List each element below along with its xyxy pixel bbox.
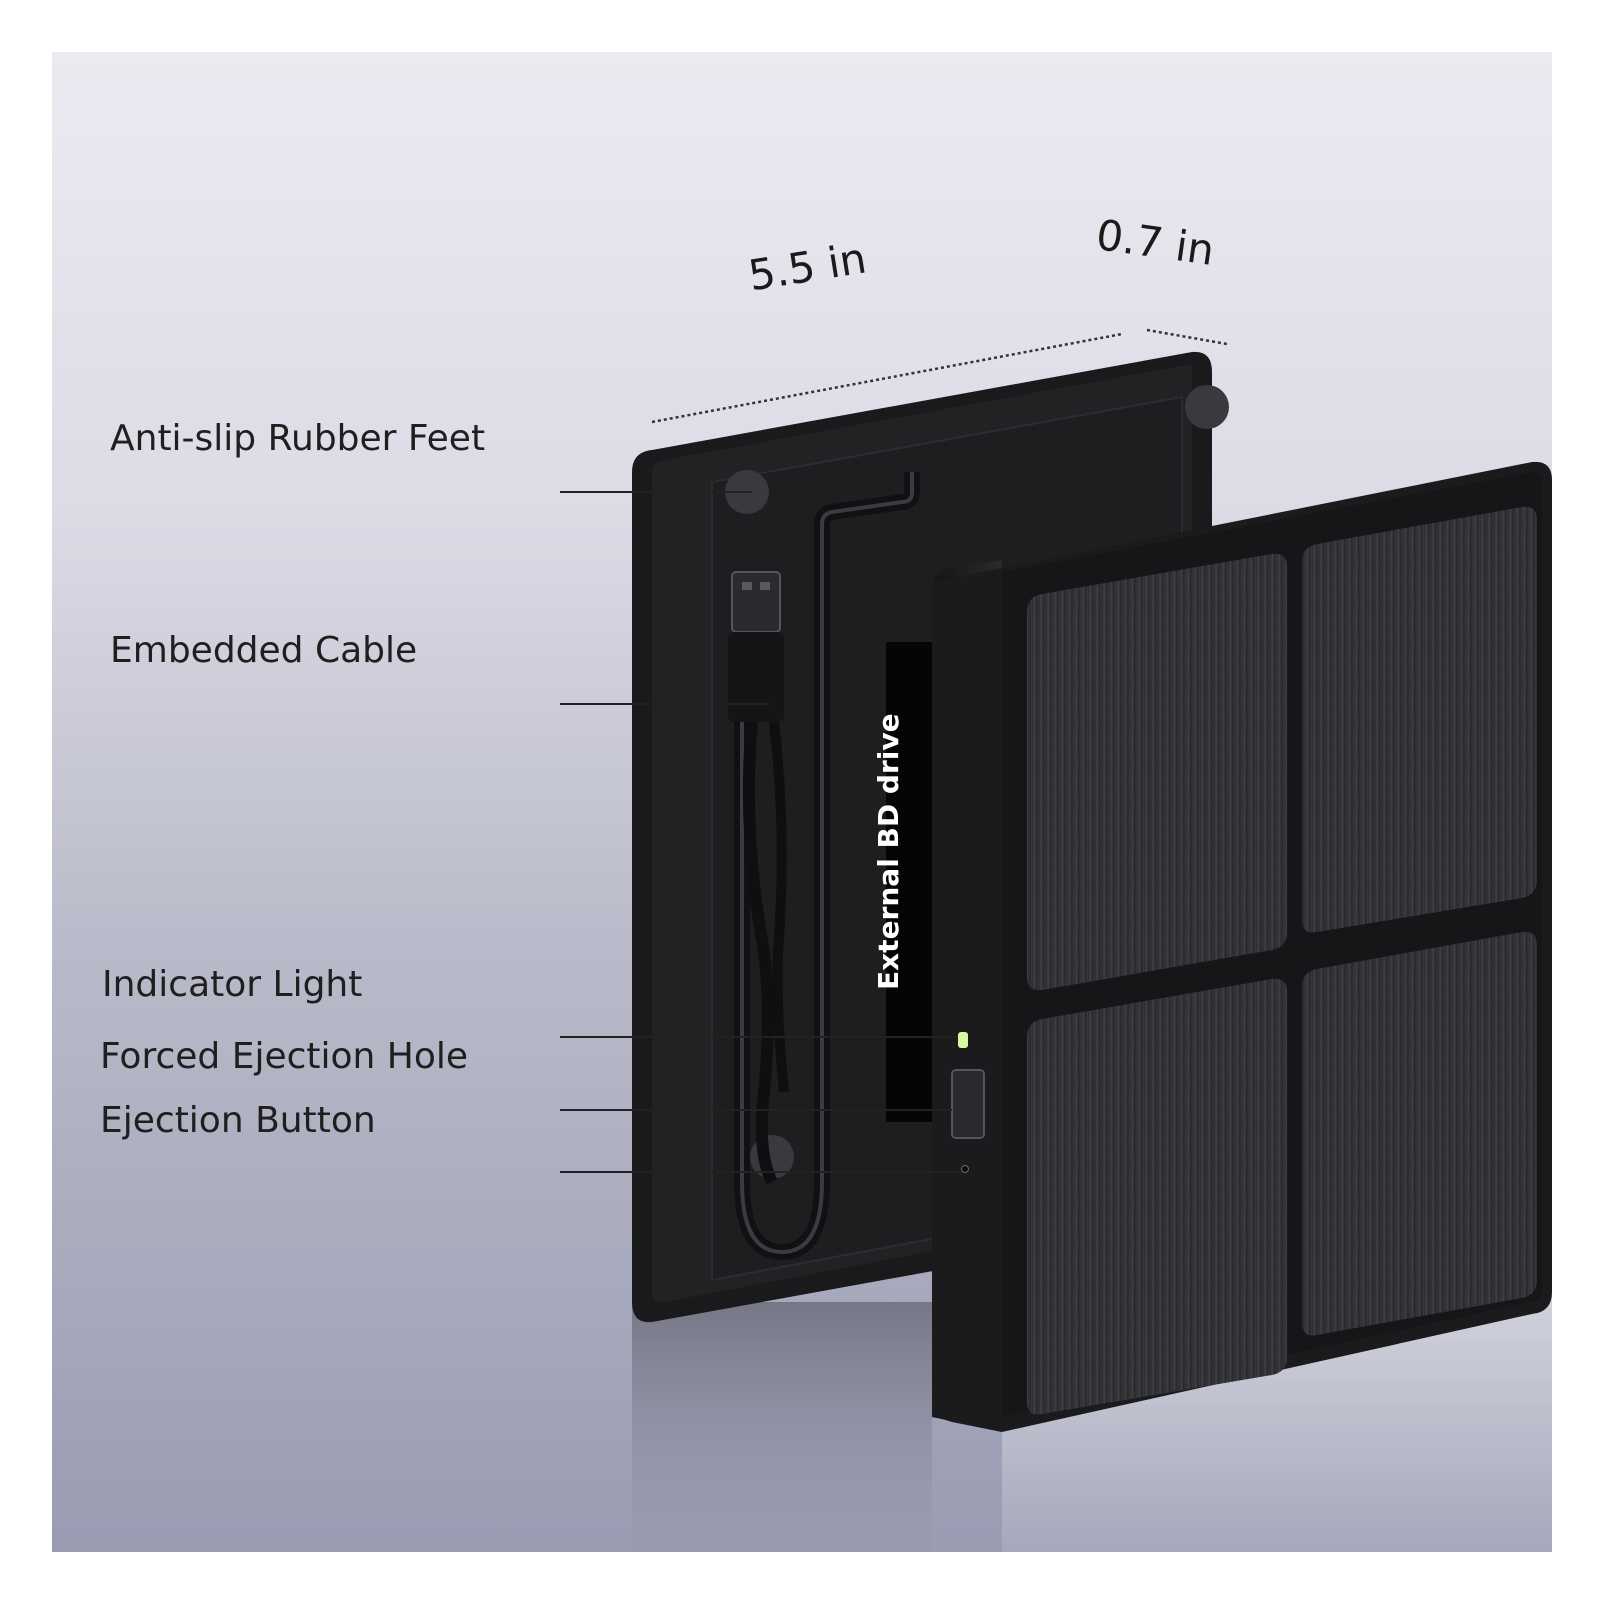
brushed-panel-top-right [1302,506,1537,933]
callout-indicator-light: Indicator Light [102,964,363,1005]
thickness-dimension-line [1146,328,1228,346]
length-dimension-line [651,332,1123,424]
forced-ejection-hole-icon [961,1165,969,1173]
brushed-panel-top-left [1027,553,1287,991]
front-drive [932,461,1552,1432]
indicator-light-icon [958,1032,968,1048]
brushed-panel-bottom-left [1027,978,1287,1415]
floor-reflection-back [632,1302,932,1552]
callout-cable: Embedded Cable [110,630,418,671]
brushed-panel-bottom-right [1302,931,1537,1336]
callout-feet: Anti-slip Rubber Feet [110,418,486,459]
callout-forced-ejection-hole: Forced Ejection Hole [100,1036,469,1077]
product-scene [560,328,1552,1552]
eject-button-icon [951,1069,985,1139]
callout-ejection-button: Ejection Button [100,1100,376,1141]
rubber-foot-icon [1185,385,1229,429]
background-panel [52,52,1552,1552]
usb-plug-icon [728,571,784,722]
product-label: External BD drive [872,713,905,990]
label-strip [886,642,932,1122]
